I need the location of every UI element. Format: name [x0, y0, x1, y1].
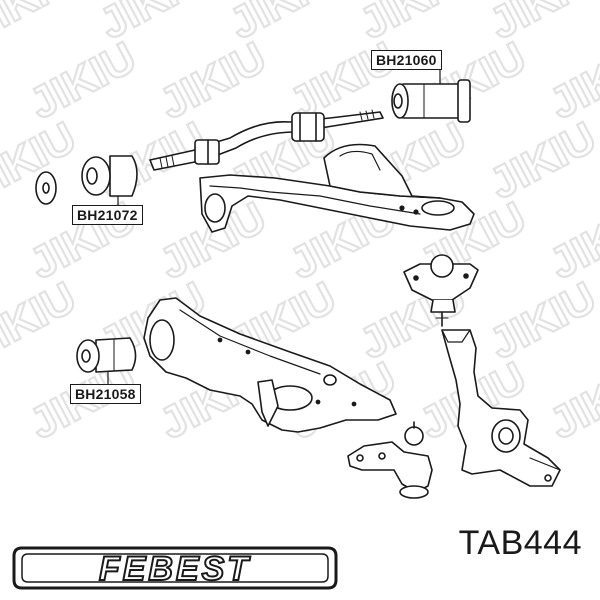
upper-ball-joint [403, 254, 479, 327]
watermark-text: JIKIU [542, 193, 600, 289]
bushing-bh21072 [35, 155, 138, 205]
bushing-bh21060 [391, 79, 471, 123]
febest-logo: FEBEST [12, 546, 338, 590]
lower-ball-joint [347, 421, 433, 499]
logo-text: FEBEST [99, 550, 251, 588]
watermark-text: JIKIU [22, 33, 144, 129]
lower-control-arm [143, 297, 397, 433]
upper-control-arm [199, 143, 475, 233]
callout-bh21072: BH21072 [72, 205, 143, 225]
watermark-text: JIKIU [0, 273, 84, 369]
steering-knuckle [441, 329, 561, 487]
upper-arm-pivot-shaft [149, 109, 384, 171]
callout-bh21060: BH21060 [371, 50, 442, 70]
callout-leader-lines [107, 67, 441, 385]
watermark-text: JIKIU [542, 33, 600, 129]
watermark-text: JIKIU [542, 353, 600, 449]
watermark-text: JIKIU [152, 33, 274, 129]
bushing-bh21058 [76, 337, 137, 373]
part-number: TAB444 [458, 524, 582, 562]
watermark-text: JIKIU [482, 113, 600, 209]
watermark-text: JIKIU [482, 273, 600, 369]
callout-bh21058: BH21058 [70, 384, 141, 404]
watermark-text: JIKIU [0, 0, 84, 49]
